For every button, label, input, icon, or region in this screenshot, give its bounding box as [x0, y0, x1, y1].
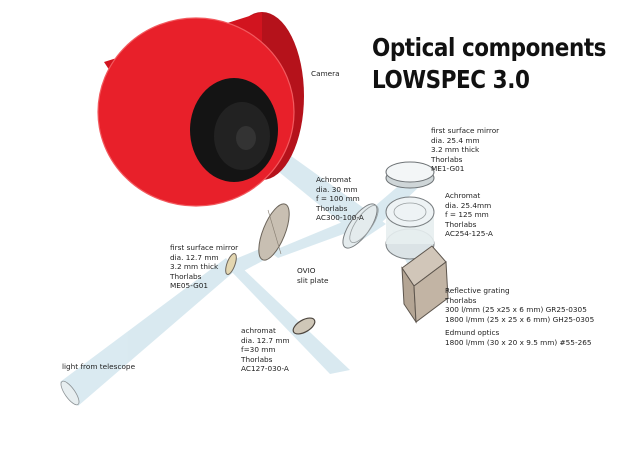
mirror-large [385, 161, 435, 189]
title-line-2: LOWSPEC 3.0 [372, 65, 530, 94]
label-line: 300 l/mm (25 x25 x 6 mm) GR25-0305 [445, 305, 587, 315]
label-line: Achromat [316, 175, 352, 184]
beam-collimator [270, 218, 360, 258]
grating-side [413, 261, 449, 323]
achromat-25-top [385, 196, 435, 228]
title-line-1: Optical components [372, 33, 607, 62]
label-line: Thorlabs [445, 219, 477, 229]
label-grating: Reflective grating Thorlabs 300 l/mm (25… [445, 286, 594, 348]
label-line: Achromat [445, 191, 481, 200]
label-line: AC300-100-A [316, 213, 364, 223]
label-telescope: light from telescope [62, 362, 135, 372]
achromat-25-inner [393, 202, 427, 222]
label-line: f=30 mm [241, 345, 276, 355]
label-achromat-12: achromat dia. 12.7 mm f=30 mm Thorlabs A… [241, 326, 290, 374]
label-line: first surface mirror [431, 126, 500, 135]
achromat-30-lens [342, 203, 379, 249]
label-line: dia. 30 mm [316, 184, 358, 194]
achromat-12-lens [292, 317, 316, 335]
label-line: 3.2 mm thick [431, 145, 480, 155]
label-line: ME1-G01 [431, 164, 465, 174]
slit-line [267, 209, 282, 255]
label-line: Thorlabs [445, 295, 477, 305]
camera-sensor-window [236, 126, 256, 150]
label-line: ME05-G01 [170, 281, 209, 291]
label-line: OVIO [297, 266, 316, 275]
label-line: Thorlabs [170, 271, 202, 281]
label-slit-plate: OVIO slit plate [297, 266, 329, 285]
label-line: first surface mirror [170, 243, 239, 252]
camera [97, 12, 304, 207]
beam-telescope [60, 258, 236, 406]
label-mirror-large: first surface mirror dia. 25.4 mm 3.2 mm… [431, 126, 499, 174]
mirror-large-face [385, 161, 435, 183]
label-line: f = 125 mm [445, 210, 489, 220]
label-line: Camera [311, 69, 340, 78]
mirror-small [225, 253, 237, 275]
label-line: AC127-030-A [241, 364, 289, 374]
label-line: dia. 12.7 mm [241, 335, 290, 345]
label-line: light from telescope [62, 362, 136, 371]
label-line: Reflective grating [445, 286, 510, 295]
label-line: dia. 25.4mm [445, 200, 492, 210]
label-line: achromat [241, 326, 276, 335]
slit-plate [258, 203, 290, 261]
label-line: AC254-125-A [445, 229, 493, 239]
achromat-30-face [349, 205, 379, 243]
camera-rim-highlight [97, 17, 295, 207]
label-line: slit plate [297, 275, 329, 285]
label-line: Thorlabs [241, 354, 273, 364]
reflective-grating [401, 245, 449, 324]
slit-plate-disc [258, 203, 290, 261]
label-achromat-30: Achromat dia. 30 mm f = 100 mm Thorlabs … [316, 175, 364, 223]
label-camera: Camera [311, 69, 340, 79]
label-line: dia. 12.7 mm [170, 252, 219, 262]
label-line: 1800 l/mm (30 x 20 x 9.5 mm) #55-265 [445, 337, 592, 347]
label-line: Thorlabs [431, 154, 463, 164]
label-line: dia. 25.4 mm [431, 135, 480, 145]
label-mirror-small: first surface mirror dia. 12.7 mm 3.2 mm… [170, 243, 238, 291]
beam-achromat12 [230, 266, 350, 374]
label-line: f = 100 mm [316, 194, 360, 204]
label-achromat-25: Achromat dia. 25.4mm f = 125 mm Thorlabs… [445, 191, 493, 239]
label-line: 3.2 mm thick [170, 262, 219, 272]
telescope-aperture [60, 380, 80, 406]
label-line: Thorlabs [316, 203, 348, 213]
label-line: Edmund optics [445, 328, 500, 338]
label-line: 1800 l/mm (25 x 25 x 6 mm) GH25-0305 [445, 314, 595, 324]
achromat-25-lens [385, 196, 435, 260]
